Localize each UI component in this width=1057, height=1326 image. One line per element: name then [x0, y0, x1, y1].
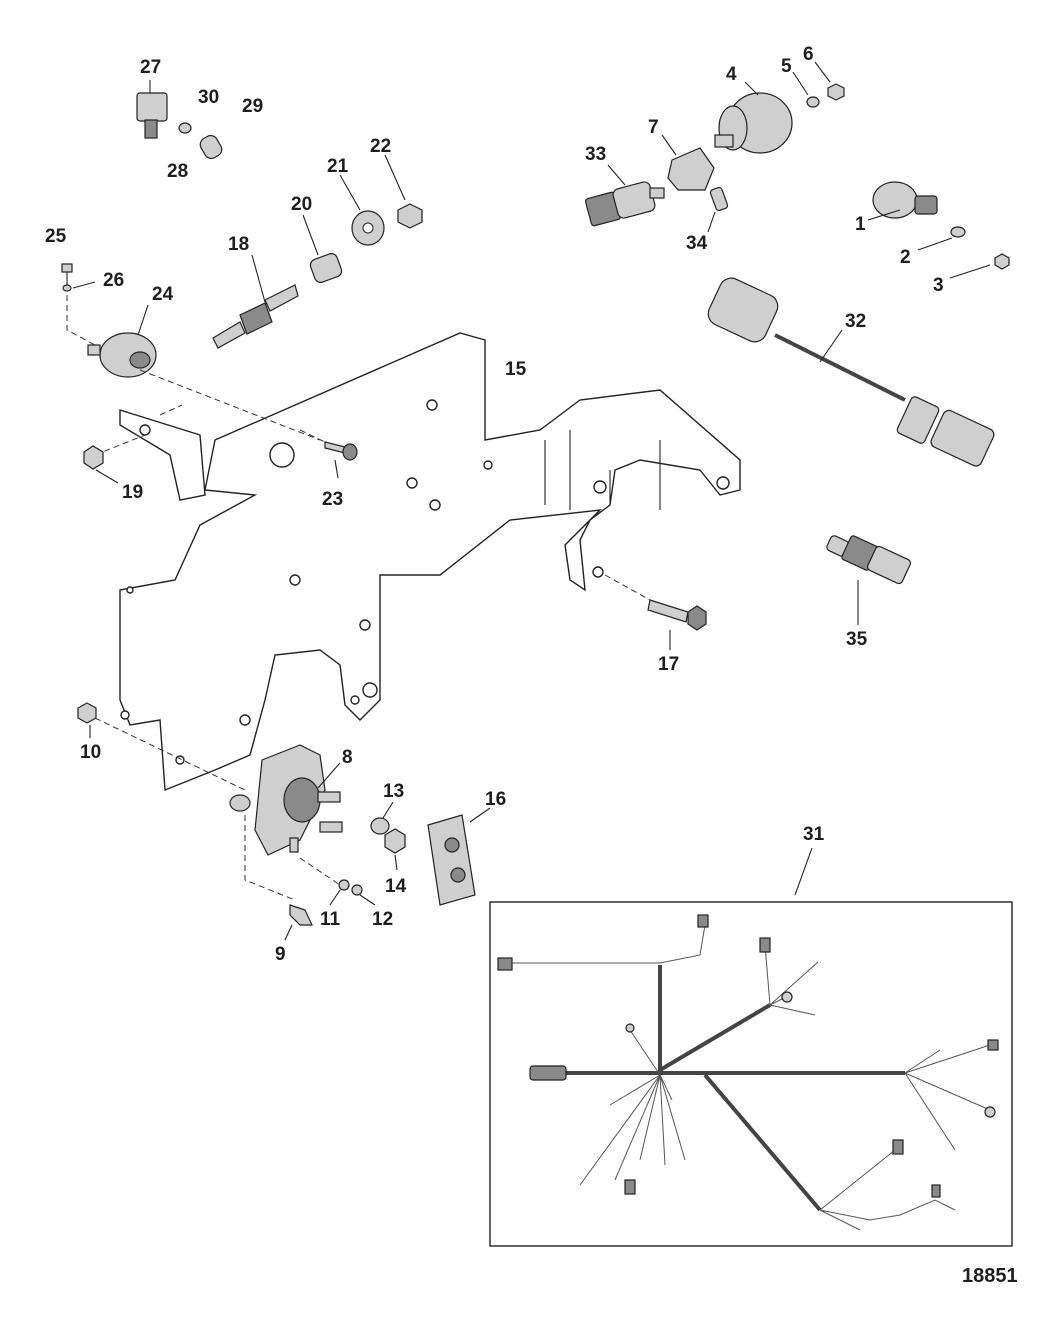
callout-30: 30	[198, 87, 219, 108]
part-3-nut	[949, 253, 1010, 279]
part-25-screw	[61, 263, 73, 285]
callout-27: 27	[140, 57, 161, 78]
part-21-washer	[339, 174, 385, 246]
part-35-sensor	[826, 535, 911, 625]
callout-35: 35	[846, 629, 868, 650]
callout-20: 20	[291, 194, 312, 215]
part-28-washer	[178, 122, 192, 134]
part-8-solenoid	[229, 744, 343, 856]
leader-dash-23	[299, 429, 326, 443]
leader-dashes-top-left	[66, 295, 321, 456]
part-17-bolt	[647, 599, 707, 650]
callout-32: 32	[845, 311, 866, 332]
callout-22: 22	[370, 136, 391, 157]
part-29-knob	[199, 134, 223, 160]
part-24-sensor	[87, 304, 157, 378]
part-20-spacer	[302, 214, 343, 283]
callout-1: 1	[855, 214, 866, 235]
part-19-nut	[83, 445, 119, 484]
part-4-gauge-sender	[714, 81, 793, 154]
part-26-washer	[62, 281, 96, 292]
callout-34: 34	[686, 233, 708, 254]
callout-13: 13	[383, 781, 404, 802]
part-9-bolt	[284, 904, 313, 941]
callout-14: 14	[385, 876, 407, 897]
callout-25: 25	[45, 226, 67, 247]
part-13-washer	[370, 801, 394, 835]
part-34-pipe	[707, 186, 729, 233]
callout-33: 33	[585, 144, 606, 165]
part-1-switch	[867, 181, 938, 221]
callout-15: 15	[505, 359, 527, 380]
callout-19: 19	[122, 482, 143, 503]
callout-12: 12	[372, 909, 393, 930]
part-11-washer	[329, 879, 350, 906]
callout-21: 21	[327, 156, 349, 177]
part-33-sensor	[584, 164, 665, 227]
mounting-plate	[119, 332, 741, 792]
part-14-nut	[384, 828, 406, 871]
part-10-nut	[77, 702, 97, 738]
part-27-switch	[136, 80, 168, 139]
callout-3: 3	[933, 275, 944, 296]
part-23-screw	[324, 441, 358, 479]
callout-5: 5	[781, 56, 792, 77]
part-5-washer	[792, 71, 820, 108]
part-31-harness	[489, 847, 1013, 1247]
callout-7: 7	[648, 117, 659, 138]
part-12-nut	[351, 884, 376, 906]
part-6-nut	[814, 61, 845, 101]
callout-28: 28	[167, 161, 188, 182]
callout-23: 23	[322, 489, 343, 510]
callout-8: 8	[342, 747, 353, 768]
figure-number: 18851	[962, 1265, 1018, 1287]
part-2-washer	[917, 226, 966, 251]
part-16-boot	[427, 807, 491, 906]
callout-29: 29	[242, 96, 263, 117]
part-32-sensor-lead	[707, 277, 995, 467]
callout-26: 26	[103, 270, 124, 291]
callout-31: 31	[803, 824, 825, 845]
callout-16: 16	[485, 789, 506, 810]
callout-10: 10	[80, 742, 101, 763]
callout-4: 4	[726, 64, 737, 85]
callout-6: 6	[803, 44, 814, 65]
part-18-stud	[212, 254, 299, 349]
leader-dashes-solenoid	[94, 717, 341, 901]
callout-18: 18	[228, 234, 249, 255]
callout-2: 2	[900, 247, 911, 268]
callout-11: 11	[320, 909, 341, 930]
callout-17: 17	[658, 654, 679, 675]
part-7-fitting	[661, 134, 715, 191]
callout-24: 24	[152, 284, 174, 305]
callout-9: 9	[275, 944, 286, 965]
part-22-nut	[384, 154, 423, 229]
leader-dash-17	[604, 574, 651, 601]
callout-labels: 1 2 3 4 5 6 7 8 9 10 11 12 13 14 15 16 1…	[45, 44, 944, 965]
